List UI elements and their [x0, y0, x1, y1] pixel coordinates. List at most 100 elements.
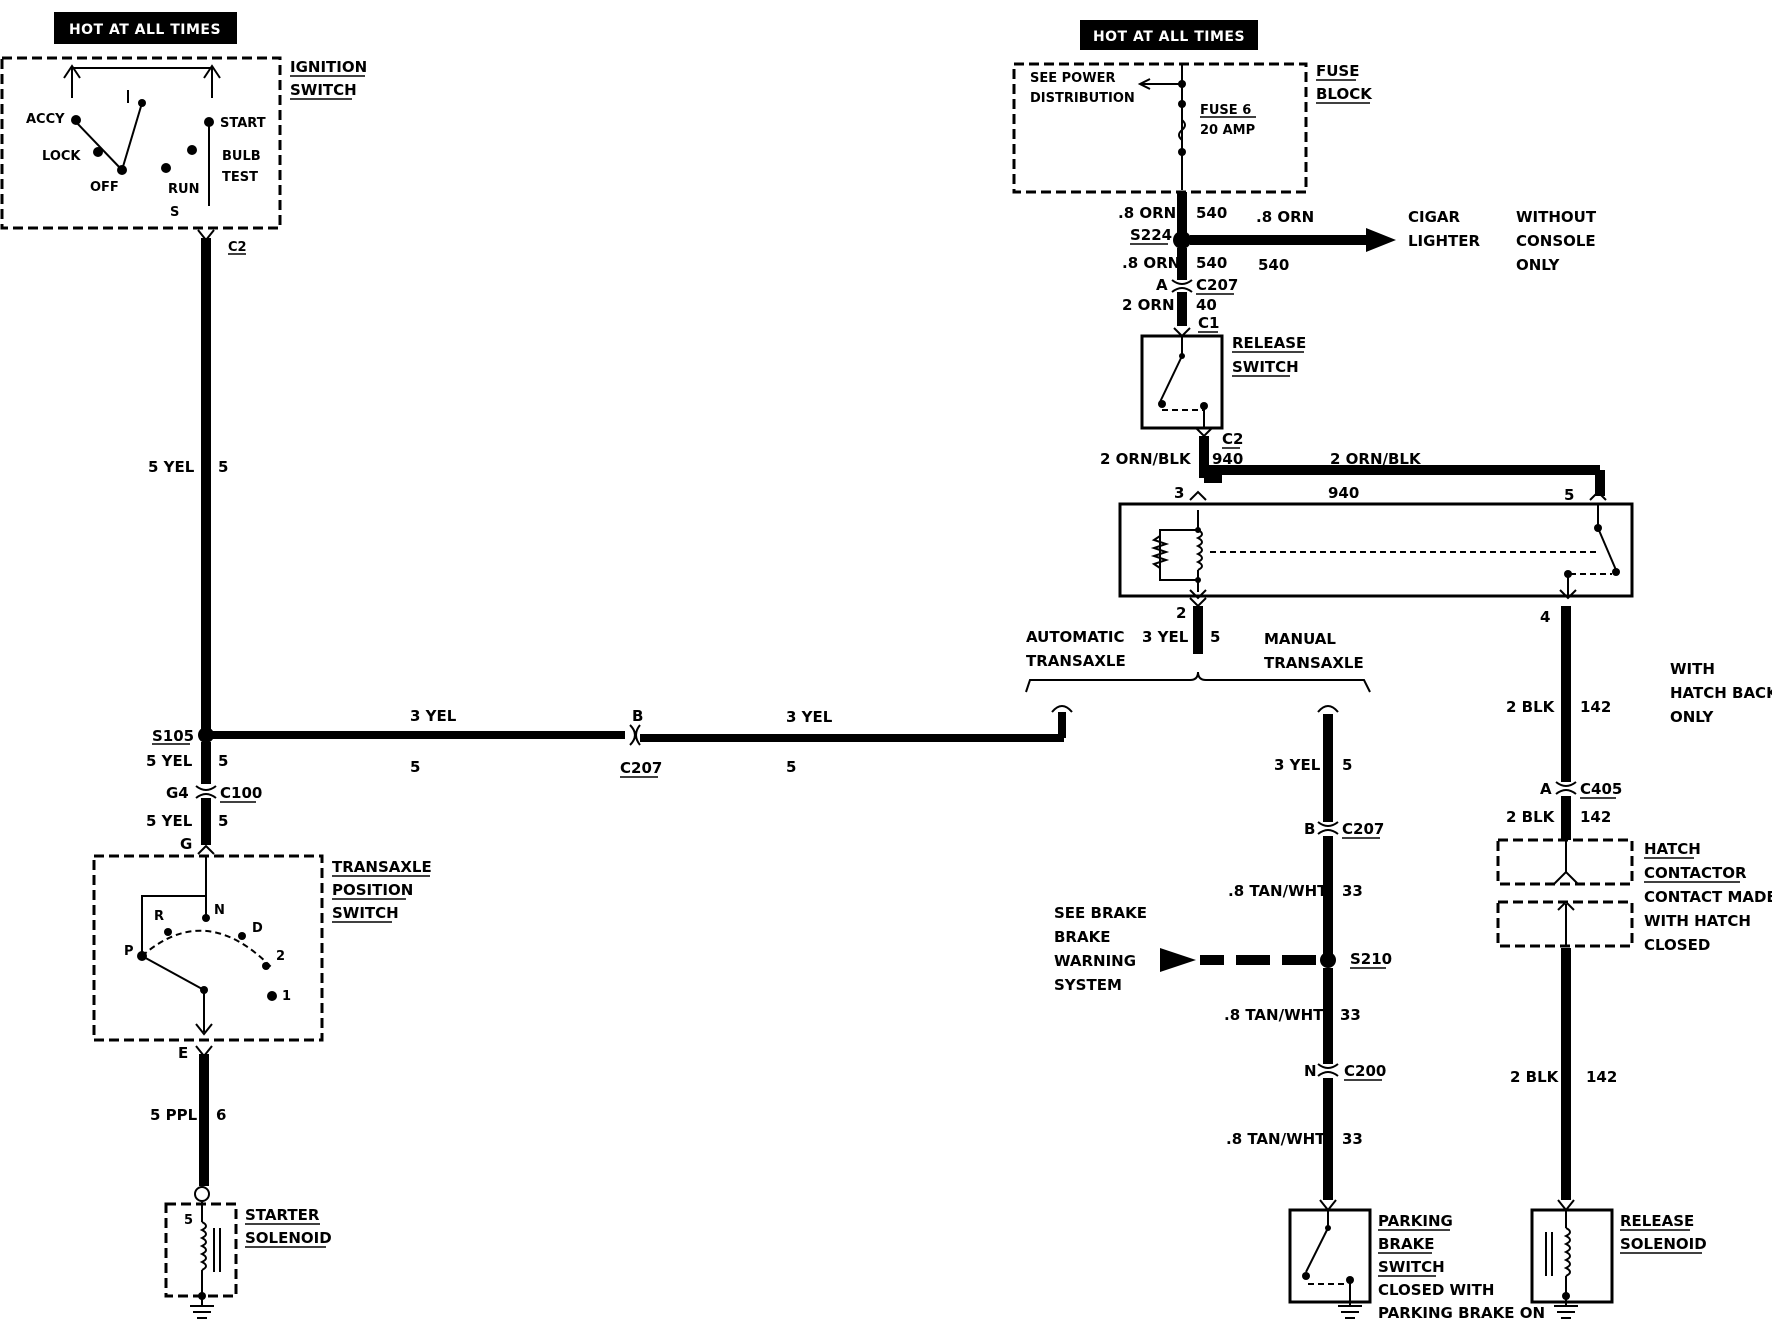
- c207-left-label: C207: [620, 759, 662, 777]
- manual-wire-3: .8 TAN/WHT: [1224, 1006, 1324, 1024]
- g4-label: G4: [166, 784, 189, 802]
- ignition-title-2: SWITCH: [290, 81, 357, 99]
- manual-wire-4: .8 TAN/WHT: [1226, 1130, 1326, 1148]
- wire-2orn: 2 ORN: [1122, 296, 1175, 314]
- without-2: CONSOLE: [1516, 232, 1596, 250]
- wire-540-2b: 540: [1258, 256, 1289, 274]
- relay-wire-left: 2 ORN/BLK: [1100, 450, 1192, 468]
- wire-540-2: 540: [1196, 254, 1227, 272]
- see-brake-3: WARNING: [1054, 952, 1136, 970]
- hatch-a: A: [1540, 780, 1552, 798]
- hatch-title-2: CONTACTOR: [1644, 864, 1747, 882]
- b-label: B: [632, 707, 643, 725]
- start-label: START: [220, 116, 266, 131]
- parking-title-3: SWITCH: [1378, 1258, 1445, 1276]
- relay-c-left: 940: [1212, 450, 1243, 468]
- release-solenoid-title-2: SOLENOID: [1620, 1235, 1707, 1253]
- mid-wire-1-circuit: 5: [410, 758, 420, 776]
- parking-note-1: CLOSED WITH: [1378, 1281, 1494, 1299]
- without-1: WITHOUT: [1516, 208, 1597, 226]
- hot-badge-right: HOT AT ALL TIMES: [1080, 20, 1258, 50]
- hatch-circuit-2: 142: [1580, 808, 1611, 826]
- r-label: R: [154, 909, 164, 924]
- transaxle-branch: 3 YEL 5 AUTOMATIC TRANSAXLE MANUAL TRANS…: [1025, 597, 1371, 693]
- top-right-wires: .8 ORN 540 S224 .8 ORN CIGAR LIGHTER WIT…: [1118, 192, 1597, 338]
- see-power-2: DISTRIBUTION: [1030, 91, 1135, 106]
- horizontal-yel-wire: 3 YEL 5 B C207 3 YEL 5: [206, 705, 1073, 778]
- fuse-amp: 20 AMP: [1200, 123, 1255, 138]
- left-wire-c-label: 5 YEL: [146, 812, 193, 830]
- relay-pin-3: 3: [1174, 484, 1184, 502]
- off-label: OFF: [90, 180, 119, 195]
- with-hatch-1: WITH: [1670, 660, 1715, 678]
- wire-40: 40: [1196, 296, 1217, 314]
- wire-08orn-1: .8 ORN: [1118, 204, 1176, 222]
- manual-wire-2: .8 TAN/WHT: [1228, 882, 1328, 900]
- ignition-switch: ACCY LOCK OFF RUN S START BULB TEST IGNI…: [0, 56, 367, 230]
- branch-wire-circuit: 5: [1210, 628, 1220, 646]
- manual-title-2: TRANSAXLE: [1264, 654, 1364, 672]
- transaxle-title-3: SWITCH: [332, 904, 399, 922]
- manual-c200: C200: [1344, 1062, 1386, 1080]
- cigar-title-2: LIGHTER: [1408, 232, 1480, 250]
- hatch-wire-2: 2 BLK: [1506, 808, 1556, 826]
- parking-title-1: PARKING: [1378, 1212, 1453, 1230]
- release-switch-title-1: RELEASE: [1232, 334, 1306, 352]
- test-label: TEST: [222, 170, 258, 185]
- fuse-name: FUSE 6: [1200, 103, 1251, 118]
- relay-pin-4: 4: [1540, 608, 1550, 626]
- see-brake-2: BRAKE: [1054, 928, 1110, 946]
- release-c2: C2: [1222, 430, 1243, 448]
- hatch-wire-1: 2 BLK: [1506, 698, 1556, 716]
- left-wire-c-circuit: 5: [218, 812, 228, 830]
- auto-title-2: TRANSAXLE: [1026, 652, 1126, 670]
- release-solenoid: RELEASE SOLENOID: [1530, 1208, 1707, 1319]
- two-label: 2: [276, 949, 285, 964]
- manual-circuit-4: 33: [1342, 1130, 1363, 1148]
- hatch-circuit-3: 142: [1586, 1068, 1617, 1086]
- manual-circuit-2: 33: [1342, 882, 1363, 900]
- left-wire-label: 5 YEL: [148, 458, 195, 476]
- relay-pin-2: 2: [1176, 604, 1186, 622]
- d-label: D: [252, 921, 263, 936]
- c1-label: C1: [1198, 314, 1219, 332]
- starter-title-1: STARTER: [245, 1206, 320, 1224]
- see-power-1: SEE POWER: [1030, 71, 1115, 86]
- transaxle-title-2: POSITION: [332, 881, 413, 899]
- hot-badge-right-text: HOT AT ALL TIMES: [1093, 29, 1245, 45]
- with-hatch-2: HATCH BACK: [1670, 684, 1772, 702]
- relay-pin-5: 5: [1564, 486, 1574, 504]
- starter-circuit: E 5 PPL 6 5 STARTER SOLENOID: [150, 1044, 332, 1319]
- manual-circuit-3: 33: [1340, 1006, 1361, 1024]
- relay-wire-top: 2 ORN/BLK: [1330, 450, 1422, 468]
- left-wire-circuit: 5: [218, 458, 228, 476]
- see-brake-4: SYSTEM: [1054, 976, 1122, 994]
- one-label: 1: [282, 989, 291, 1004]
- hot-badge-left-text: HOT AT ALL TIMES: [69, 22, 221, 38]
- s105-label: S105: [152, 727, 194, 745]
- manual-b: B: [1304, 820, 1315, 838]
- hatch-c405: C405: [1580, 780, 1622, 798]
- release-switch: RELEASE SWITCH C2: [1140, 334, 1306, 449]
- parking-brake-switch: PARKING BRAKE SWITCH CLOSED WITH PARKING…: [1288, 1208, 1545, 1322]
- a-label-top: A: [1156, 276, 1168, 294]
- n-label: N: [214, 903, 225, 918]
- manual-title-1: MANUAL: [1264, 630, 1336, 648]
- e-label: E: [178, 1044, 188, 1062]
- accy-label: ACCY: [26, 112, 65, 127]
- cigar-title-1: CIGAR: [1408, 208, 1461, 226]
- transaxle-title-1: TRANSAXLE: [332, 858, 432, 876]
- c100-label: C100: [220, 784, 262, 802]
- starter-title-2: SOLENOID: [245, 1229, 332, 1247]
- see-brake-1: SEE BRAKE: [1054, 904, 1147, 922]
- fuse-title-2: BLOCK: [1316, 85, 1373, 103]
- g-label: G: [180, 835, 192, 853]
- hatch-note-2: WITH HATCH: [1644, 912, 1751, 930]
- fuse-block: SEE POWER DISTRIBUTION FUSE 6 20 AMP FUS…: [1012, 62, 1373, 194]
- with-hatch-3: ONLY: [1670, 708, 1715, 726]
- mid-wire-1-label: 3 YEL: [410, 707, 457, 725]
- s210-label: S210: [1350, 950, 1392, 968]
- hatch-circuit-1: 142: [1580, 698, 1611, 716]
- ppl-wire-circuit: 6: [216, 1106, 226, 1124]
